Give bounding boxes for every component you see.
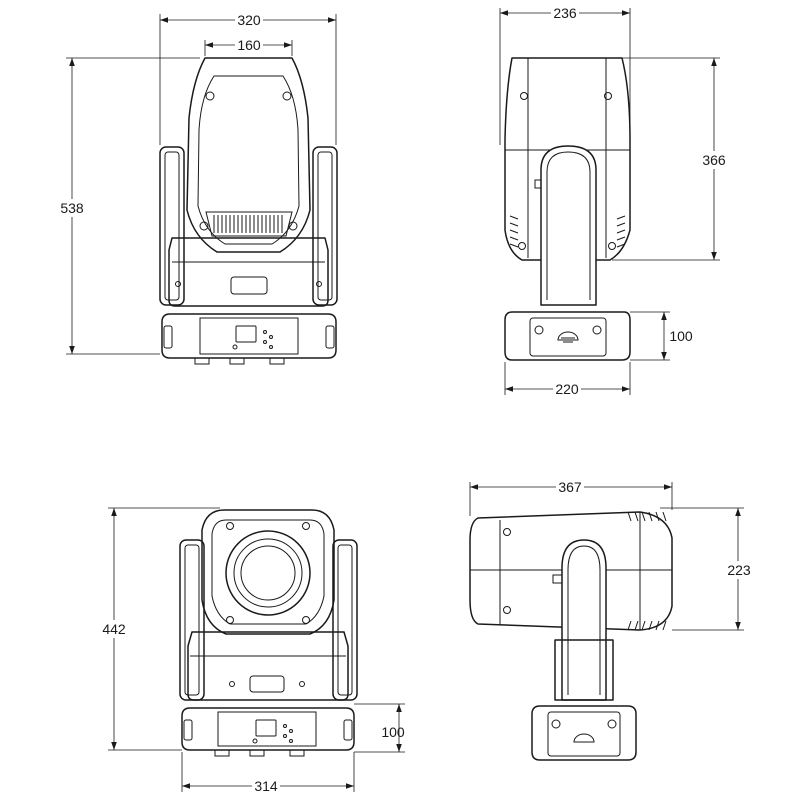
vent-slot <box>634 511 639 522</box>
dimension-labels: 320 160 538 236 366 100 220 442 100 314 … <box>58 5 756 794</box>
vent-slot <box>634 620 639 631</box>
side-vents <box>509 215 626 248</box>
vent-slot <box>641 620 646 631</box>
front-height-label: 538 <box>60 200 84 216</box>
side-base-height-label: 100 <box>669 328 693 344</box>
vent-slot <box>648 511 653 522</box>
vent-slot <box>641 511 646 522</box>
lens-front-base-height-label: 100 <box>381 724 405 740</box>
vent-slot <box>648 620 653 631</box>
front-width-label: 320 <box>237 12 261 28</box>
vent-slot <box>616 222 626 227</box>
vent-slot <box>509 243 519 248</box>
vent-slot <box>616 243 626 248</box>
vent-slot <box>655 511 660 522</box>
side-width-label: 236 <box>553 5 577 21</box>
vent-slot <box>616 215 626 220</box>
tilted-side-view <box>469 511 673 761</box>
vent-slot <box>662 620 667 631</box>
vent-grille <box>213 215 283 233</box>
front-inner-width-label: 160 <box>237 37 261 53</box>
side-height-label: 366 <box>702 152 726 168</box>
lens-front-height-label: 442 <box>102 621 126 637</box>
side-base-width-label: 220 <box>555 381 579 397</box>
vent-slot <box>509 222 519 227</box>
dimension-lines <box>66 8 744 792</box>
tilted-height-label: 223 <box>727 562 751 578</box>
vent-slot <box>616 236 626 241</box>
vent-slot <box>627 511 632 522</box>
tilted-width-label: 367 <box>558 479 582 495</box>
lens-front-view <box>179 509 358 757</box>
lens-front-width-label: 314 <box>254 778 278 794</box>
vent-slot <box>509 229 519 234</box>
vent-slot <box>616 229 626 234</box>
vent-slot <box>509 236 519 241</box>
vent-slot <box>655 620 660 631</box>
vent-slot <box>662 511 667 522</box>
vent-slot <box>627 620 632 631</box>
top-vents <box>627 511 667 631</box>
front-view <box>159 57 338 365</box>
side-view <box>504 57 631 361</box>
vent-slot <box>509 215 519 220</box>
